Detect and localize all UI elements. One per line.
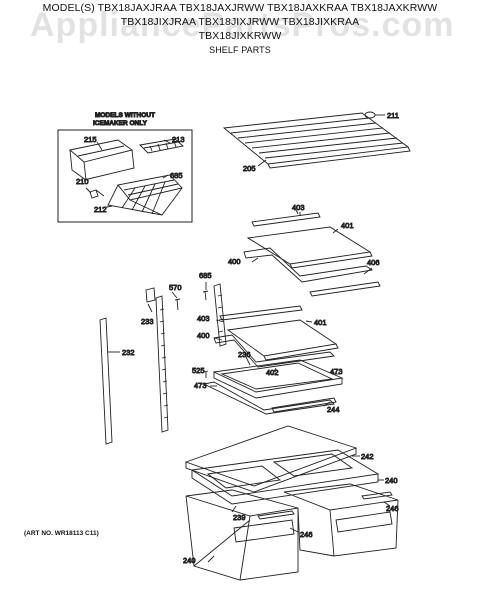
part-label-240-right: 240 xyxy=(385,476,398,485)
part-label-242: 242 xyxy=(361,452,374,461)
part-label-239: 239 xyxy=(233,513,246,522)
part-label-232: 232 xyxy=(122,348,135,357)
crisper-frame xyxy=(190,449,384,505)
part-label-213: 213 xyxy=(172,135,185,144)
middle-shelf-assembly xyxy=(202,305,344,415)
part-label-210: 210 xyxy=(76,177,89,186)
part-label-401-middle: 401 xyxy=(314,318,327,327)
part-label-403-middle: 403 xyxy=(197,314,210,323)
part-label-525: 525 xyxy=(192,366,205,375)
art-number: (ART NO. WR18113 C11) xyxy=(24,530,99,537)
upper-shelf-assembly xyxy=(243,209,381,297)
model-list-line-1: MODEL(S) TBX18JAXJRAA TBX18JAXJRWW TBX18… xyxy=(42,2,438,14)
shelf-support-rails xyxy=(99,282,227,445)
wire-shelf xyxy=(222,111,411,169)
part-label-685-inset: 685 xyxy=(170,171,183,180)
part-label-401-upper: 401 xyxy=(341,221,354,230)
part-label-211: 211 xyxy=(387,111,399,120)
part-label-570: 570 xyxy=(169,283,182,292)
part-label-240-left: 240 xyxy=(183,556,196,565)
watermark: AppliancePartsPros.com xyxy=(30,6,455,44)
part-label-246-right: 246 xyxy=(386,504,399,513)
part-label-402: 402 xyxy=(266,368,279,377)
part-label-205: 205 xyxy=(243,164,256,173)
part-label-236: 236 xyxy=(238,350,251,359)
part-label-403-upper: 403 xyxy=(292,203,305,212)
part-label-400-middle: 400 xyxy=(197,331,210,340)
inset-title-line1: MODELS WITHOUT xyxy=(95,112,155,119)
model-list-line-3: TBX18JIXKRWW xyxy=(198,30,282,42)
part-label-246-left: 246 xyxy=(300,530,313,539)
part-label-406: 406 xyxy=(367,258,380,267)
part-label-473-right: 473 xyxy=(330,367,343,376)
crisper-cover xyxy=(184,425,360,493)
part-label-244: 244 xyxy=(327,405,340,414)
part-label-215: 215 xyxy=(84,135,97,144)
part-label-473-left: 473 xyxy=(194,381,207,390)
part-label-400-upper: 400 xyxy=(228,257,241,266)
diagram-subtitle: SHELF PARTS xyxy=(209,45,271,55)
inset-title-line2: ICEMAKER ONLY xyxy=(93,120,148,127)
part-label-233: 233 xyxy=(141,317,154,326)
part-label-685: 685 xyxy=(199,271,212,280)
part-label-212: 212 xyxy=(94,205,107,214)
icemaker-inset: MODELS WITHOUT ICEMAKER ONLY xyxy=(57,112,193,223)
model-list-line-2: TBX18JIXJRAA TBX18JIXJRWW TBX18JIXKRAA xyxy=(120,16,360,28)
crisper-drawers xyxy=(185,483,399,581)
